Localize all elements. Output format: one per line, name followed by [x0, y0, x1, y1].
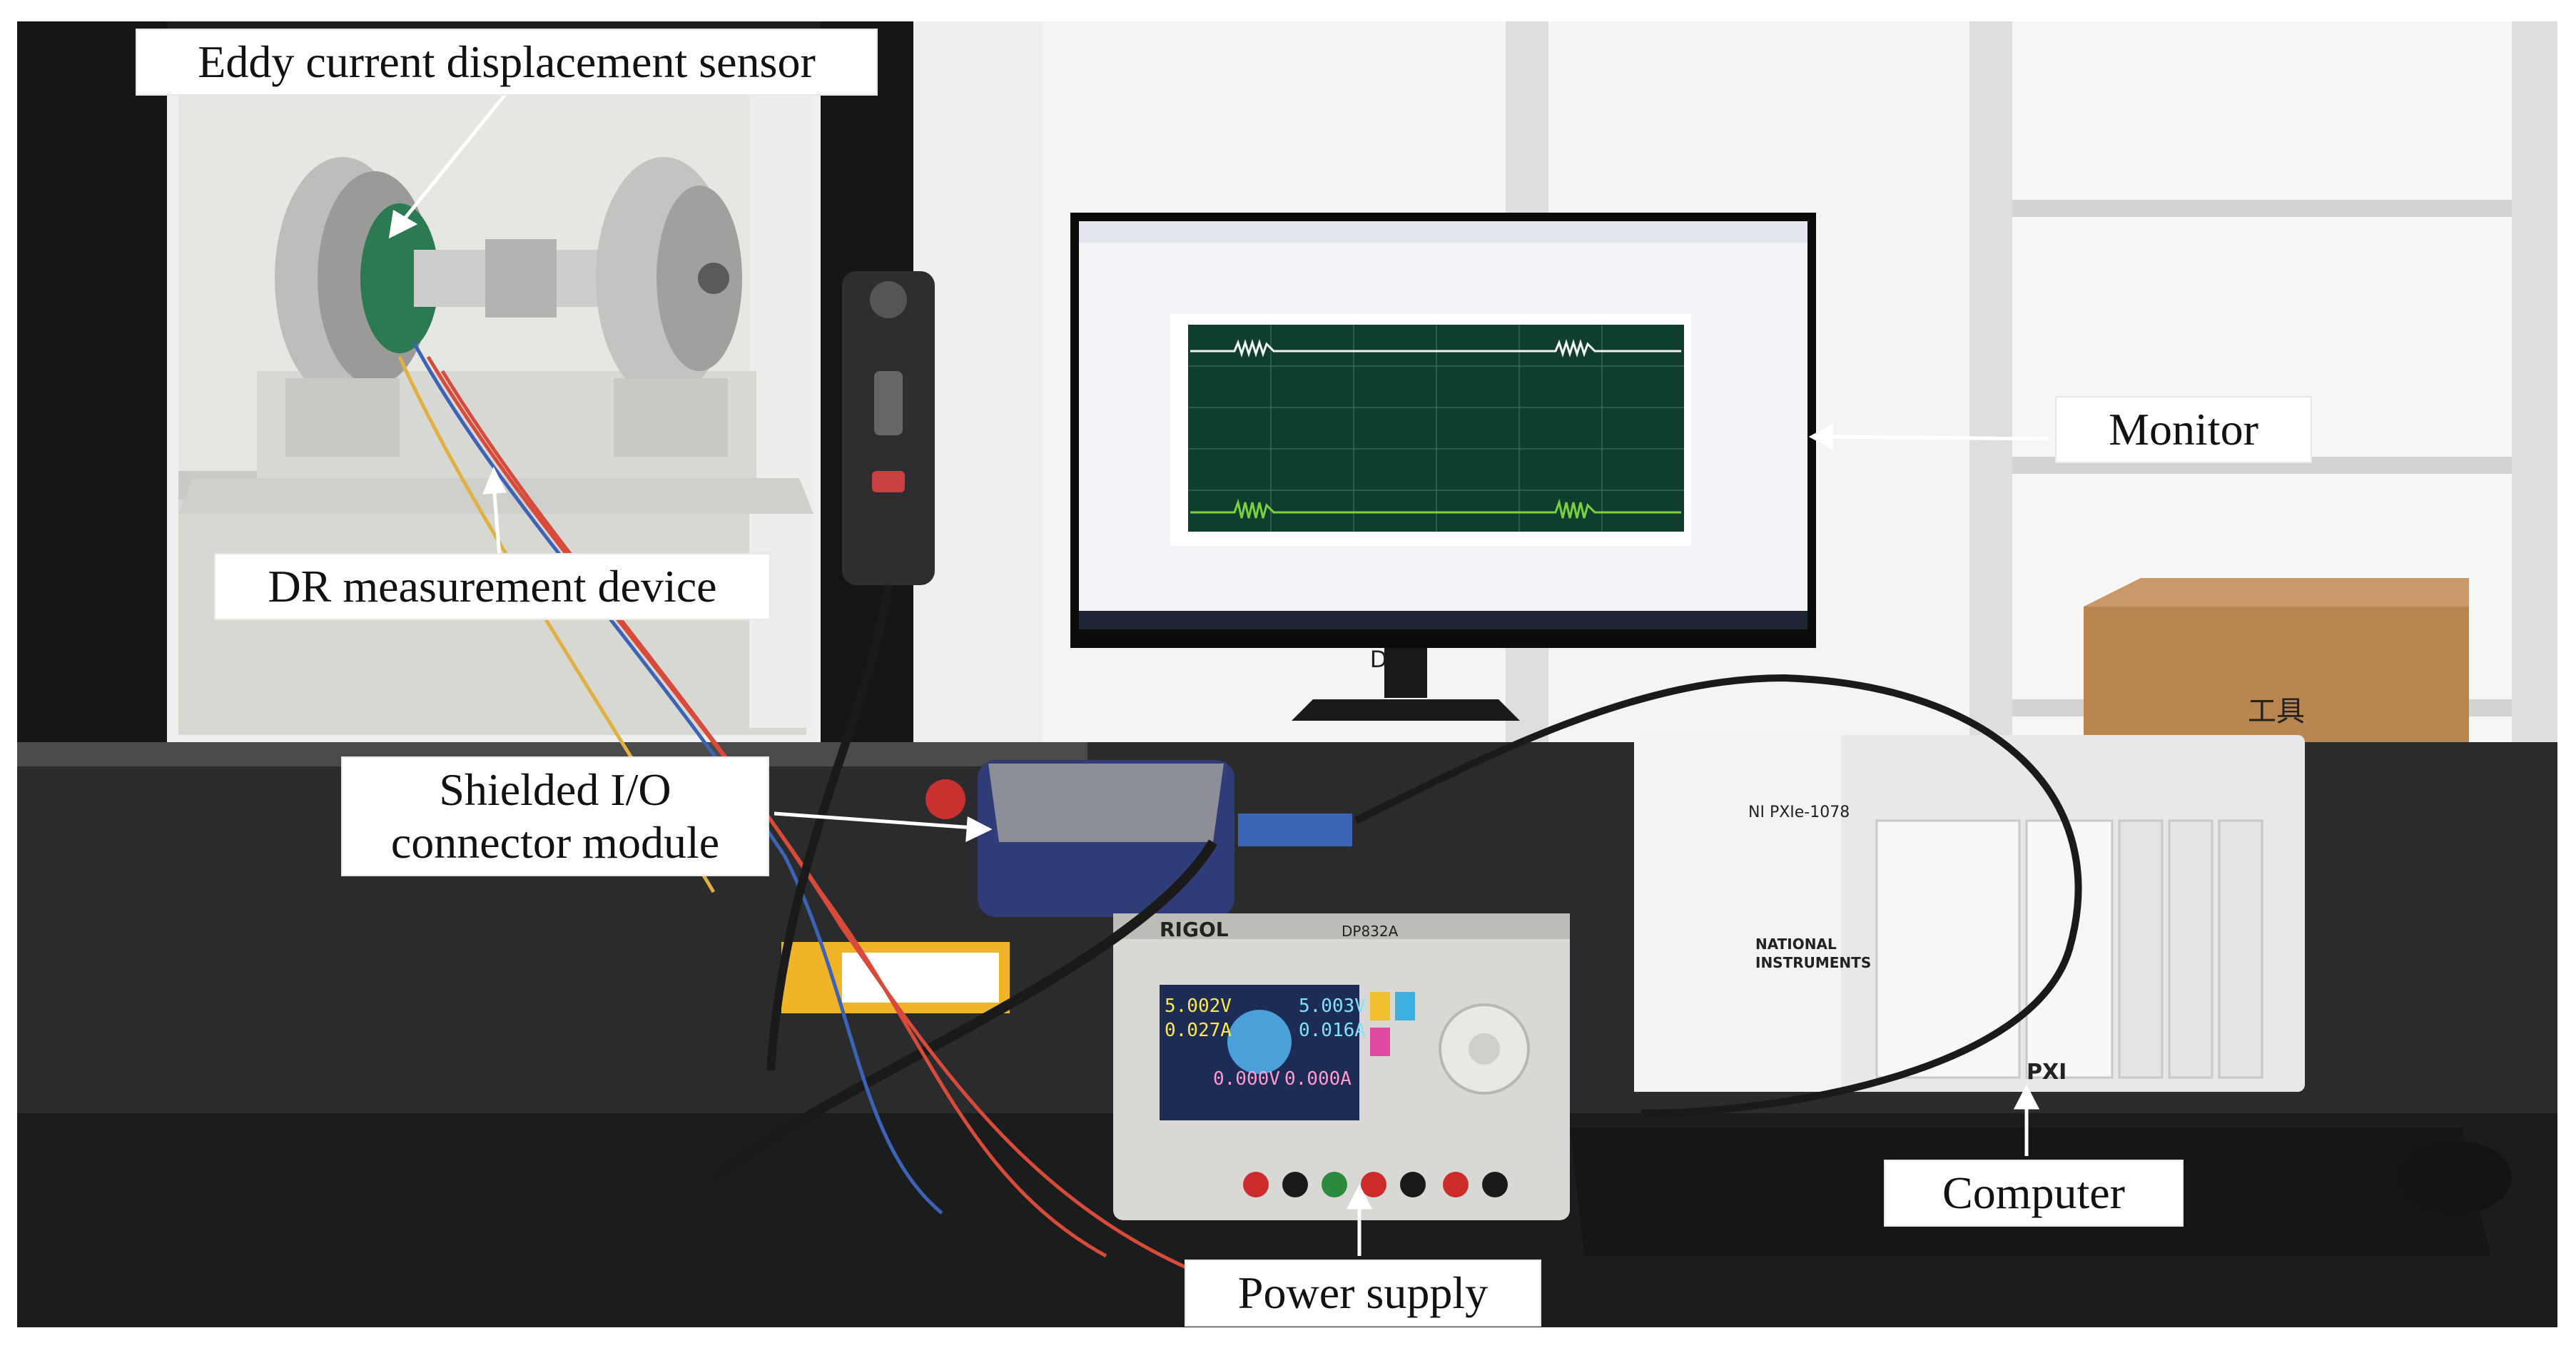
arrow-pointer-icon — [2013, 1084, 2040, 1110]
psu-reading-ch3-current: 0.000A — [1284, 1068, 1352, 1090]
mouse — [2398, 1140, 2512, 1215]
callout-arrows — [388, 91, 2049, 1256]
callout-dr-measurement-device: DR measurement device — [214, 553, 771, 620]
psu-terminals — [1243, 1172, 1508, 1197]
pxi-chassis: NI PXIe-1078 NATIONAL INSTRUMENTS PXI — [1634, 735, 2305, 1092]
dr-measurement-device — [178, 157, 813, 514]
callout-computer-text: Computer — [1942, 1167, 2125, 1218]
emergency-stop-icon — [926, 779, 965, 819]
pxi-logo: PXI — [2027, 1060, 2067, 1085]
callout-power-supply-text: Power supply — [1237, 1267, 1489, 1318]
monitor-device: DELL — [1070, 213, 1816, 721]
callout-shielded-io-line1: Shielded I/O — [439, 764, 671, 815]
callout-computer: Computer — [1884, 1160, 2184, 1227]
power-supply-device: RIGOL DP832A 5.002V 0.027A 5.003V 0.016A… — [1113, 913, 1570, 1220]
arrow-pointer-icon — [965, 816, 993, 843]
arrow-pointer-icon — [482, 466, 507, 495]
psu-reading-ch3-voltage: 0.000V — [1213, 1068, 1280, 1090]
psu-brand: RIGOL — [1160, 918, 1229, 941]
arrow-pointer-icon — [1346, 1184, 1373, 1210]
callout-shielded-io-module: Shielded I/O connector module — [341, 756, 769, 876]
handheld-controller — [842, 271, 935, 585]
upper-trace — [1190, 338, 1681, 358]
io-connector-module — [978, 760, 1352, 917]
callout-power-supply: Power supply — [1185, 1260, 1541, 1327]
psu-reading-ch1-voltage: 5.002V — [1165, 995, 1232, 1017]
svg-text:工具: 工具 — [2248, 695, 2305, 728]
chassis-brand-line1: NATIONAL — [1755, 936, 1837, 953]
chassis-brand-line2: INSTRUMENTS — [1755, 954, 1871, 971]
callout-eddy-current-sensor: Eddy current displacement sensor — [136, 29, 878, 96]
psu-reading-ch2-current: 0.016A — [1299, 1020, 1366, 1041]
lower-trace — [1190, 498, 1681, 519]
arrow-pointer-icon — [388, 209, 418, 239]
callout-dr-measurement-device-text: DR measurement device — [268, 561, 717, 612]
arrow-pointer-icon — [1808, 423, 1833, 450]
callout-shielded-io-line2: connector module — [390, 817, 720, 868]
psu-reading-ch2-voltage: 5.003V — [1299, 995, 1366, 1017]
cables — [397, 341, 2082, 1287]
callout-eddy-current-sensor-text: Eddy current displacement sensor — [198, 36, 816, 87]
psu-reading-ch1-current: 0.027A — [1165, 1020, 1232, 1041]
callout-monitor: Monitor — [2055, 396, 2312, 463]
chassis-model: NI PXIe-1078 — [1748, 804, 1850, 821]
psu-model: DP832A — [1342, 923, 1399, 940]
callout-monitor-text: Monitor — [2109, 404, 2258, 455]
